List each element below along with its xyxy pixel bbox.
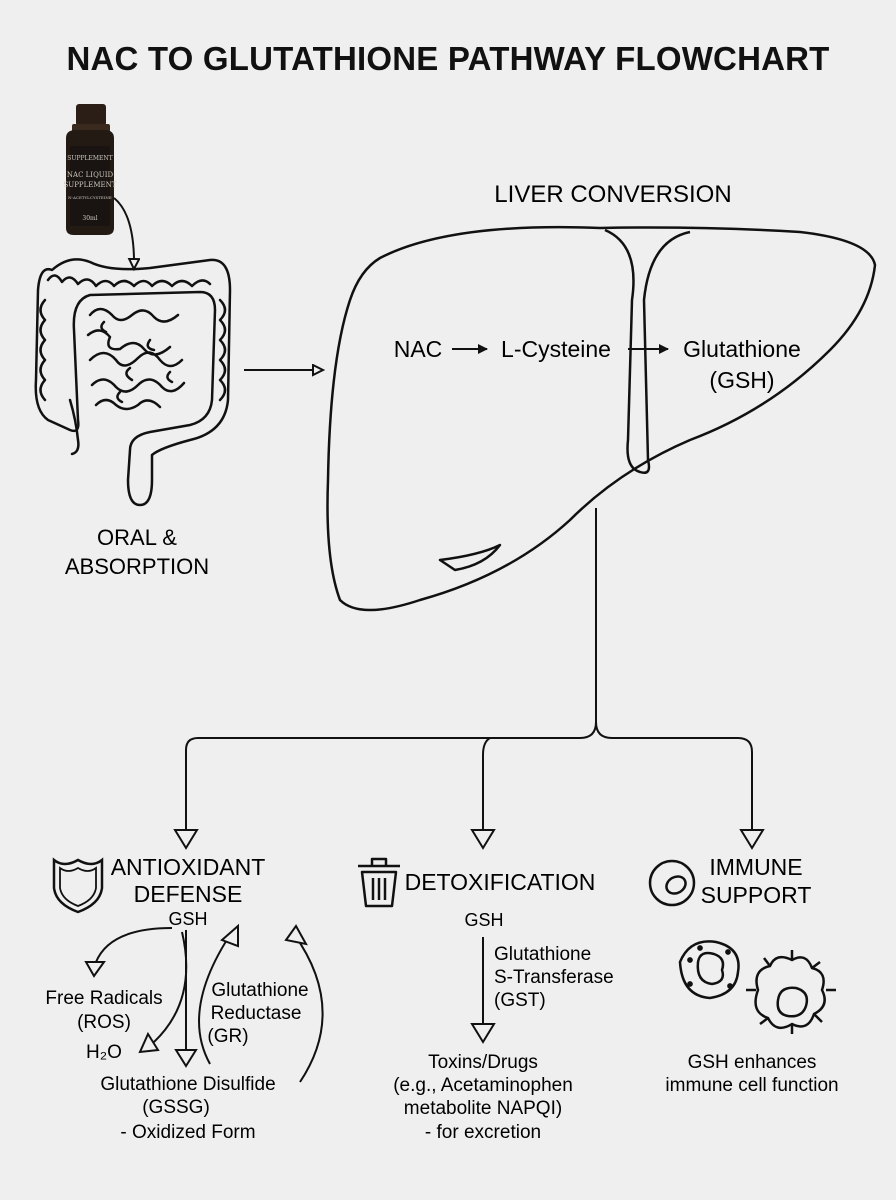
bottle-small: N-ACETYLCYSTEINE bbox=[68, 195, 112, 200]
toxins-line2: (e.g., Acetaminophen bbox=[393, 1075, 573, 1096]
gsh-label: (GSH) bbox=[709, 367, 774, 393]
oral-label-line2: ABSORPTION bbox=[65, 554, 209, 579]
reductase-line1: Glutathione bbox=[211, 980, 308, 1001]
arrowhead-immune bbox=[739, 829, 765, 850]
arrowhead-detox bbox=[470, 829, 496, 850]
shield-icon bbox=[52, 857, 104, 914]
ros-label: (ROS) bbox=[77, 1012, 131, 1033]
gssg-line2: (GSSG) bbox=[142, 1097, 210, 1118]
detox-gsh: GSH bbox=[464, 910, 503, 930]
detox-title: DETOXIFICATION bbox=[405, 869, 596, 895]
intestines-icon bbox=[34, 258, 232, 507]
bottle-line1: NAC LIQUID bbox=[67, 171, 114, 179]
bottle-arrow bbox=[113, 197, 134, 268]
immune-cell-icon bbox=[648, 859, 696, 907]
reductase-line3: (GR) bbox=[207, 1026, 248, 1047]
antioxidant-title-line2: DEFENSE bbox=[134, 881, 243, 907]
toxins-line4: - for excretion bbox=[425, 1122, 541, 1143]
bottle-brand: SUPPLEMENT bbox=[67, 155, 112, 162]
trash-bin-icon bbox=[358, 857, 400, 908]
reductase-line2: Reductase bbox=[211, 1003, 302, 1024]
antioxidant-cycle-arrows bbox=[95, 927, 324, 1083]
antioxidant-title-line1: ANTIOXIDANT bbox=[111, 854, 266, 880]
gst-line3: (GST) bbox=[494, 990, 546, 1011]
gssg-line3: - Oxidized Form bbox=[120, 1122, 255, 1143]
toxins-line1: Toxins/Drugs bbox=[428, 1052, 538, 1073]
free-radicals-label: Free Radicals bbox=[45, 988, 162, 1009]
page-title: NAC TO GLUTATHIONE PATHWAY FLOWCHART bbox=[66, 40, 830, 77]
gssg-line1: Glutathione Disulfide bbox=[100, 1074, 275, 1095]
oral-label-line1: ORAL & bbox=[97, 525, 177, 550]
branch-connectors bbox=[185, 508, 753, 832]
immune-desc-line1: GSH enhances bbox=[688, 1052, 817, 1073]
gst-line1: Glutathione bbox=[494, 944, 591, 965]
macrophage-icon bbox=[746, 950, 836, 1034]
glutathione-label: Glutathione bbox=[683, 336, 801, 362]
immune-desc-line2: immune cell function bbox=[665, 1075, 838, 1096]
liver-heading: LIVER CONVERSION bbox=[494, 181, 731, 208]
liver-icon bbox=[326, 225, 877, 612]
gst-line2: S-Transferase bbox=[494, 967, 614, 988]
detox-arrowhead bbox=[470, 1023, 496, 1044]
cysteine-label: L-Cysteine bbox=[501, 336, 611, 362]
bottle-size: 30ml bbox=[82, 215, 97, 222]
arrowhead-antioxidant bbox=[173, 829, 199, 850]
antioxidant-gsh: GSH bbox=[168, 909, 207, 929]
white-blood-cell-icon bbox=[678, 940, 740, 1000]
immune-title-line1: IMMUNE bbox=[709, 854, 802, 880]
supplement-bottle-icon: SUPPLEMENT NAC LIQUID SUPPLEMENT N-ACETY… bbox=[64, 104, 117, 235]
water-label: H₂O bbox=[86, 1042, 122, 1063]
nac-label: NAC bbox=[394, 336, 443, 362]
toxins-line3: metabolite NAPQI) bbox=[404, 1098, 562, 1119]
bottle-line2: SUPPLEMENT bbox=[64, 181, 117, 189]
immune-title-line2: SUPPORT bbox=[701, 882, 812, 908]
